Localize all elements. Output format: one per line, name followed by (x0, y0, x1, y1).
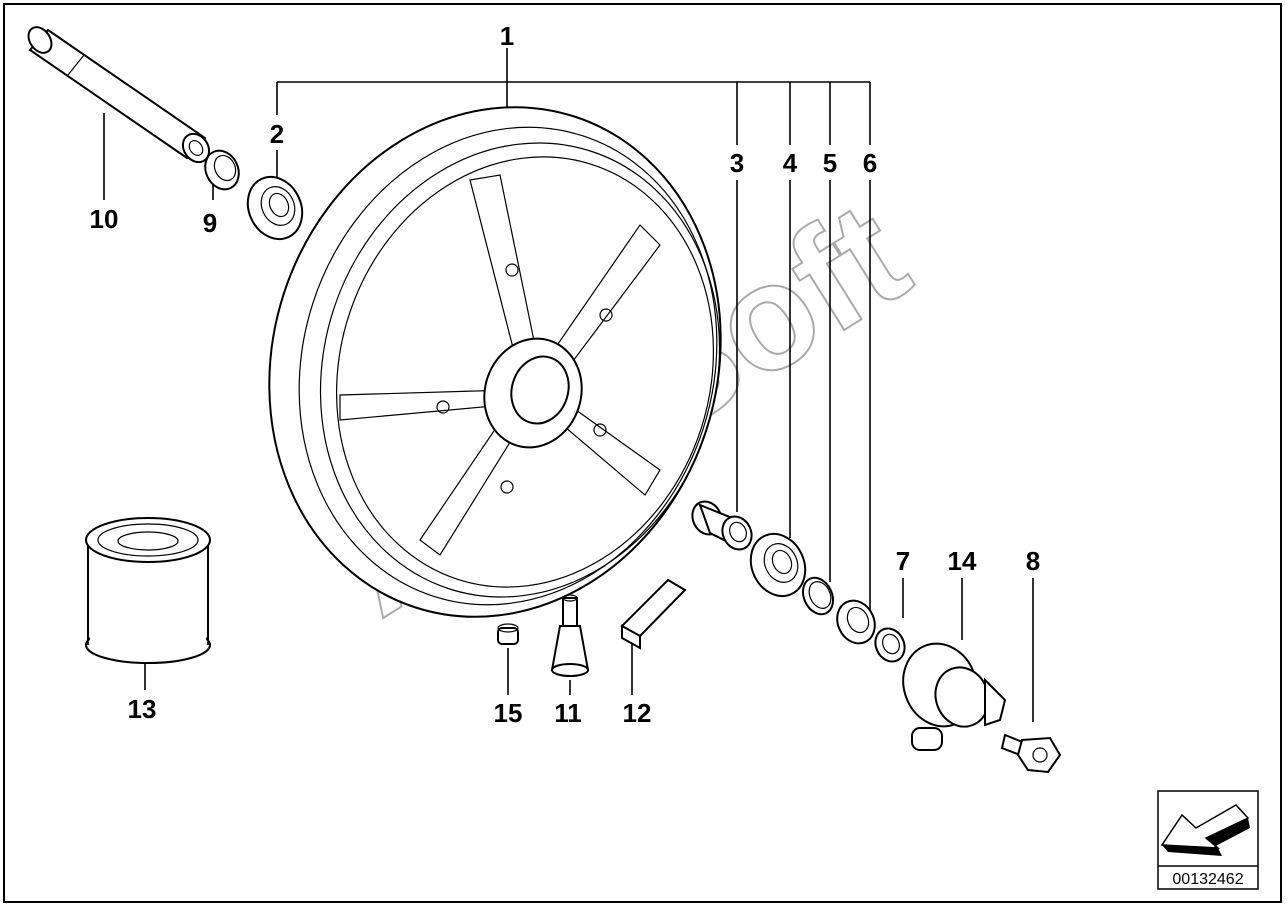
callout-1-bracket (276, 48, 871, 145)
callout-6: 6 (863, 148, 877, 178)
valve-cap-part (497, 623, 519, 645)
arrow-down-left-icon (1160, 804, 1250, 856)
callout-10: 10 (90, 204, 119, 234)
callout-9: 9 (203, 208, 217, 238)
callout-1: 1 (500, 21, 514, 51)
circlip-part (801, 576, 835, 616)
leader-lines (103, 113, 1034, 722)
reference-box: 00132462 (1157, 790, 1259, 890)
callout-12: 12 (623, 698, 652, 728)
grease-can-part (85, 517, 211, 664)
callout-15: 15 (494, 698, 523, 728)
callout-11: 11 (554, 698, 582, 728)
tire-valve-part (550, 594, 590, 677)
spacer-sleeve-part (204, 149, 240, 191)
spacer-part (836, 599, 876, 645)
callout-3: 3 (730, 148, 744, 178)
callout-2: 2 (270, 119, 284, 149)
callout-13: 13 (128, 694, 157, 724)
speedometer-drive-part (902, 642, 1007, 751)
reference-number: 00132462 (1172, 871, 1243, 888)
balance-weight-part (620, 578, 687, 650)
bearing-right-part (749, 532, 807, 598)
callout-14: 14 (948, 546, 977, 576)
lock-washer-part (874, 627, 906, 663)
callout-8: 8 (1026, 546, 1040, 576)
callout-4: 4 (783, 148, 798, 178)
callout-7: 7 (896, 546, 910, 576)
bearing-left-part (246, 175, 304, 241)
callout-5: 5 (823, 148, 837, 178)
sleeve-part (691, 500, 753, 551)
wheel-part (268, 106, 722, 618)
axle-part (27, 26, 211, 164)
bolt-part (1000, 733, 1062, 774)
